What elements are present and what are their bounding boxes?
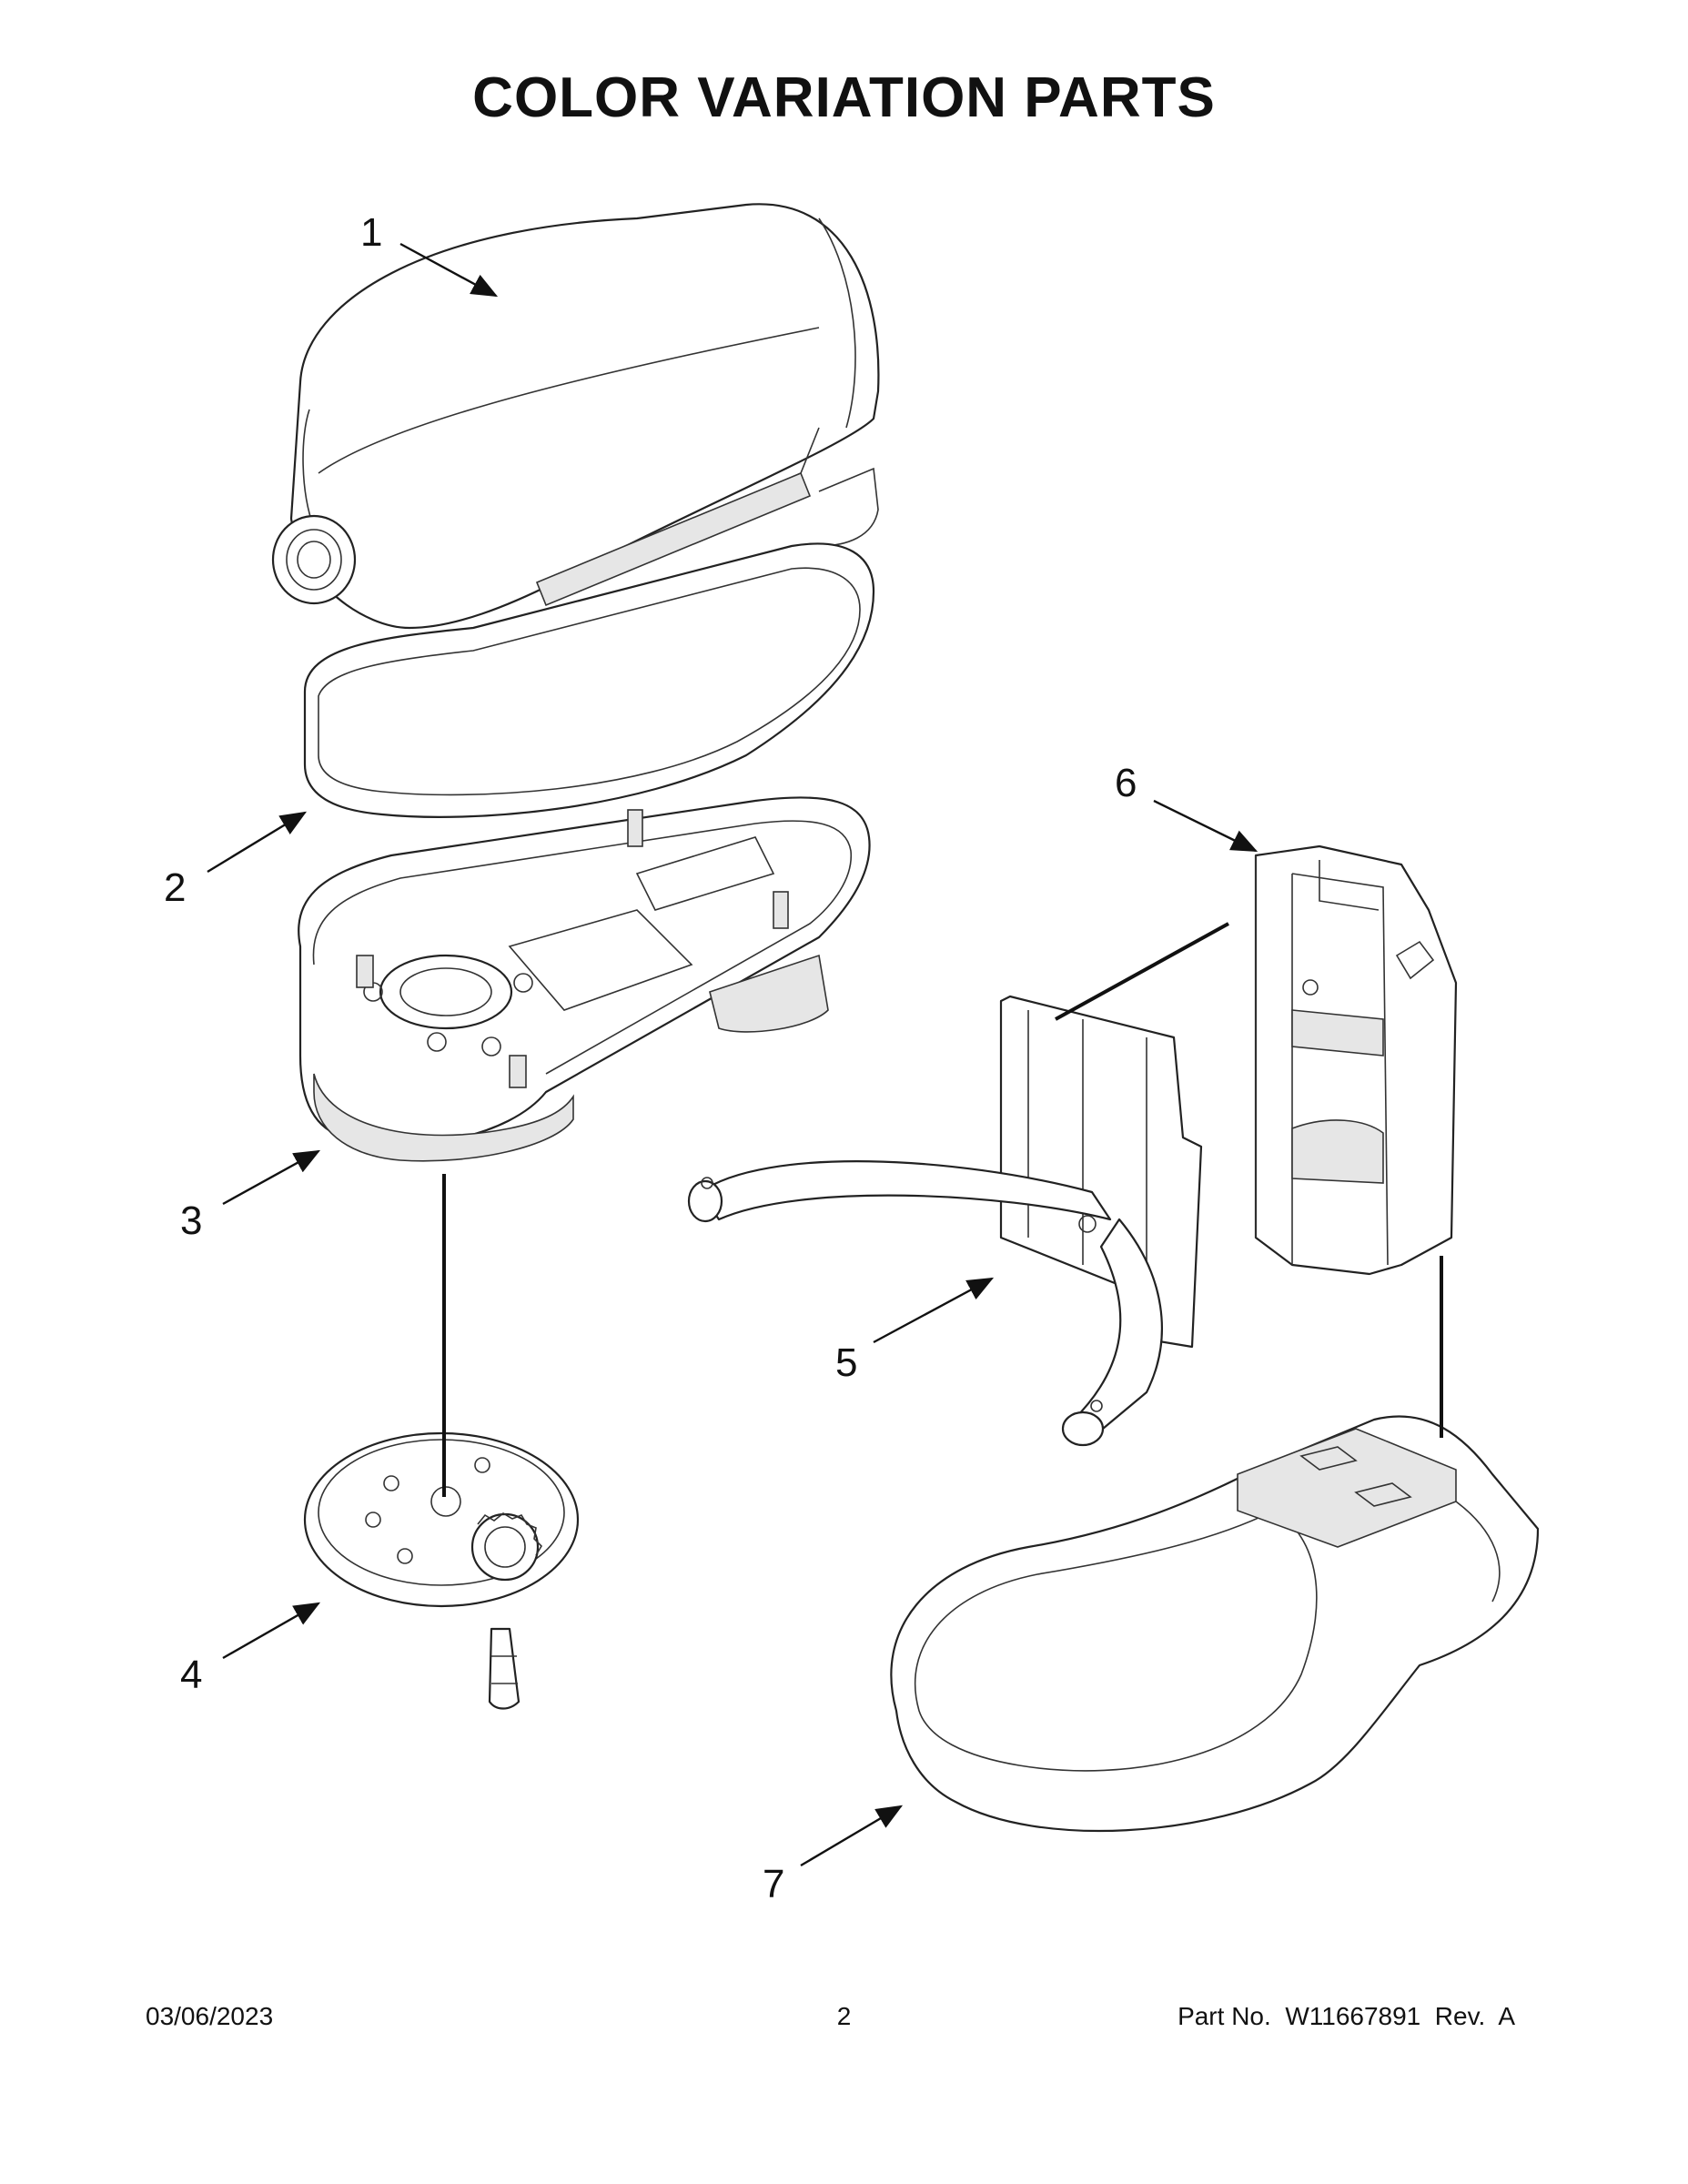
footer-page-number: 2 (836, 2002, 852, 2030)
assembly-connector-lines (442, 922, 1443, 1497)
footer-date: 03/06/2023 (146, 2002, 274, 2030)
callout-2: 2 (164, 865, 186, 910)
part-2-trim-band (303, 542, 875, 818)
callout-7: 7 (763, 1862, 784, 1906)
part-6-column-pedestal (1254, 844, 1458, 1276)
callout-1: 1 (360, 210, 382, 255)
part-1-motor-housing (271, 203, 880, 630)
callout-leaders (207, 242, 1258, 1867)
part-5-hinge-pin-arm (687, 995, 1203, 1447)
callout-3: 3 (180, 1198, 202, 1243)
part-7-base (890, 1415, 1540, 1833)
callout-5: 5 (835, 1340, 857, 1385)
part-4-planetary-gear-plate (303, 1431, 580, 1710)
page-title: COLOR VARIATION PARTS (472, 66, 1216, 129)
callout-4: 4 (180, 1653, 202, 1697)
part-3-housing-base (298, 796, 871, 1162)
callout-6: 6 (1115, 761, 1137, 805)
footer-part-number: Part No. W11667891 Rev. A (1178, 2002, 1515, 2030)
